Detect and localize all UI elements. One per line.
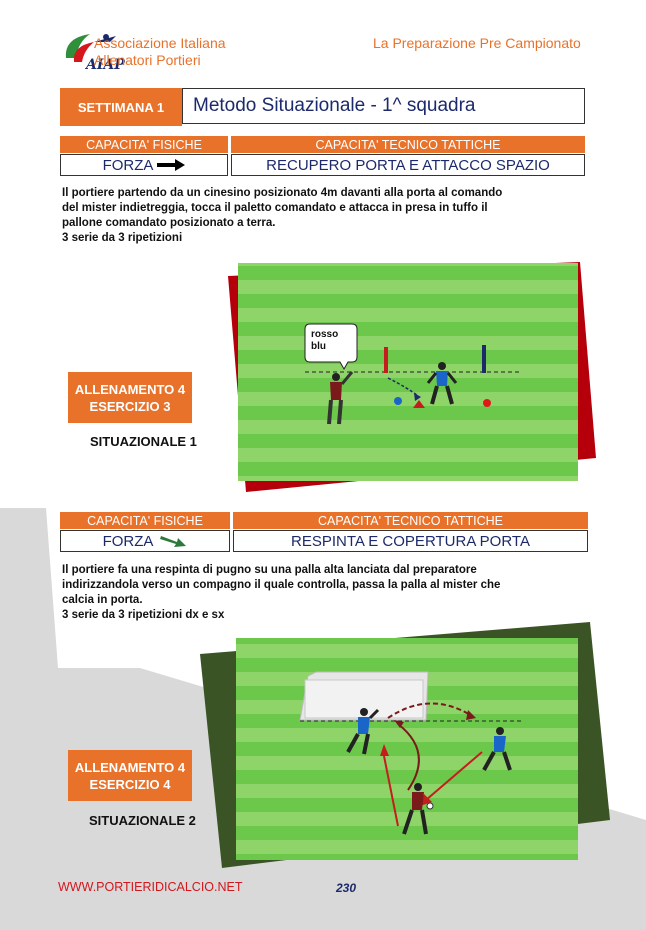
goal-net bbox=[299, 671, 429, 721]
teammate-figure bbox=[482, 727, 512, 771]
blue-ball bbox=[394, 397, 402, 405]
ball bbox=[426, 802, 434, 810]
situational-label-2: SITUAZIONALE 2 bbox=[89, 813, 196, 828]
org-line-1: Associazione Italiana bbox=[94, 35, 226, 51]
arrow-right-icon bbox=[157, 159, 186, 171]
aiap-logo: AIAP bbox=[65, 34, 125, 72]
exercise-1-description: Il portiere partendo da un cinesino posi… bbox=[62, 186, 582, 246]
shot-arrow bbox=[383, 755, 399, 827]
cap-fisiche-header-1: CAPACITA' FISICHE bbox=[60, 136, 228, 153]
flick-arc bbox=[387, 702, 473, 719]
bubble-line-1: rosso bbox=[311, 329, 338, 340]
arrow-diagonal-icon bbox=[160, 536, 187, 547]
page-number: 230 bbox=[336, 881, 357, 895]
exercise-2-description: Il portiere fa una respinta di pugno su … bbox=[62, 563, 582, 623]
desc-line: del mister indietreggia, tocca il palett… bbox=[62, 202, 488, 214]
cap-fisiche-value-2: FORZA bbox=[60, 530, 230, 552]
desc-line: 3 serie da 3 ripetizioni bbox=[62, 232, 183, 244]
coach-figure bbox=[327, 371, 354, 425]
exercise-1-label-line1: ALLENAMENTO 4 bbox=[74, 381, 186, 397]
cap-fisiche-text-2: FORZA bbox=[102, 532, 154, 550]
pitch-1 bbox=[238, 263, 578, 481]
page-title: Metodo Situazionale - 1^ squadra bbox=[182, 88, 585, 124]
desc-line: 3 serie da 3 ripetizioni dx e sx bbox=[62, 609, 225, 621]
desc-line: indirizzandola verso un compagno il qual… bbox=[62, 579, 501, 591]
cap-tecnico-header-1: CAPACITA' TECNICO TATTICHE bbox=[231, 136, 585, 153]
desc-line: calcia in porta. bbox=[62, 594, 143, 606]
exercise-2-label-line2: ESERCIZIO 4 bbox=[89, 776, 171, 792]
cap-fisiche-header-2: CAPACITA' FISICHE bbox=[60, 512, 230, 529]
goalkeeper-figure bbox=[426, 362, 458, 405]
cone-marker bbox=[413, 400, 425, 408]
week-label: SETTIMANA 1 bbox=[60, 88, 182, 126]
footer-url-link[interactable]: WWW.PORTIERIDICALCIO.NET bbox=[58, 880, 243, 894]
exercise-1-label-line2: ESERCIZIO 3 bbox=[89, 398, 171, 414]
desc-line: pallone comandato posizionato a terra. bbox=[62, 217, 276, 229]
blue-pole bbox=[482, 345, 486, 373]
return-arrow bbox=[425, 751, 483, 801]
desc-line: Il portiere partendo da un cinesino posi… bbox=[62, 187, 503, 199]
red-pole bbox=[384, 347, 388, 373]
goalkeeper-figure-2 bbox=[346, 708, 380, 755]
situational-label-1: SITUAZIONALE 1 bbox=[90, 434, 197, 449]
bubble-line-2: blu bbox=[311, 341, 326, 352]
speech-bubble bbox=[304, 323, 358, 371]
exercise-1-label: ALLENAMENTO 4 ESERCIZIO 3 bbox=[68, 372, 192, 423]
cap-tecnico-header-2: CAPACITA' TECNICO TATTICHE bbox=[233, 512, 588, 529]
cap-tecnico-value-2: RESPINTA E COPERTURA PORTA bbox=[233, 530, 588, 552]
cap-fisiche-value-1: FORZA bbox=[60, 154, 228, 176]
pass-arc bbox=[397, 723, 420, 791]
cap-fisiche-text-1: FORZA bbox=[102, 156, 154, 174]
org-name: Associazione Italiana Allenatori Portier… bbox=[94, 35, 226, 69]
logo-text: AIAP bbox=[84, 57, 125, 72]
desc-line: Il portiere fa una respinta di pugno su … bbox=[62, 564, 477, 576]
org-line-2: Allenatori Portieri bbox=[94, 52, 201, 68]
red-ball bbox=[483, 399, 491, 407]
exercise-2-label-line1: ALLENAMENTO 4 bbox=[74, 759, 186, 775]
section-title: La Preparazione Pre Campionato bbox=[373, 35, 581, 51]
coach-figure-2 bbox=[402, 783, 428, 835]
cap-tecnico-value-1: RECUPERO PORTA E ATTACCO SPAZIO bbox=[231, 154, 585, 176]
exercise-2-label: ALLENAMENTO 4 ESERCIZIO 4 bbox=[68, 750, 192, 801]
